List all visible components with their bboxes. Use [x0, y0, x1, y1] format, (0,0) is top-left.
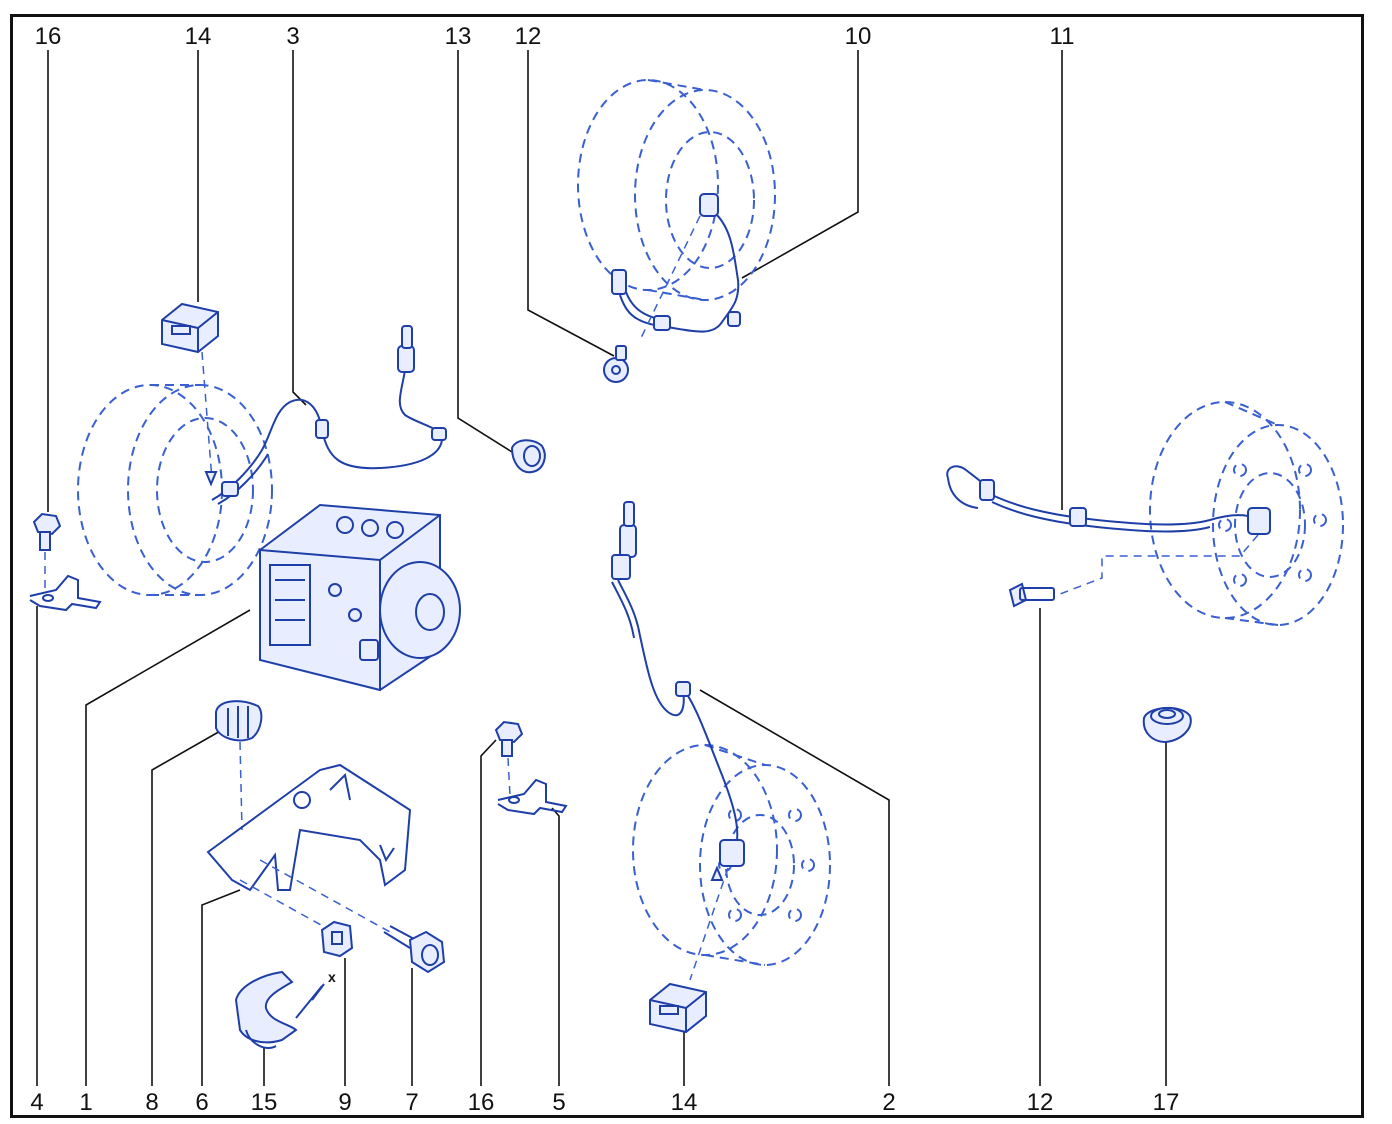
part-5-bracket: [497, 778, 568, 816]
part-8-grommet: [215, 700, 263, 831]
part-12-screw-top: [603, 345, 629, 383]
leader-lines: [36, 50, 1167, 1086]
leader-5: [551, 807, 560, 1086]
callout-bottom-12: 12: [1027, 1089, 1054, 1116]
part-16-bolt-left: [32, 512, 62, 590]
wheel-top-ghost: [577, 79, 776, 301]
callout-top-12: 12: [515, 23, 542, 50]
part-11-sensor-head: [1247, 507, 1271, 535]
part-14-block-bottom: [649, 982, 707, 1034]
part-17-grommet: [1142, 707, 1192, 744]
wheel-rear-right-holes: [1218, 463, 1327, 587]
part-3-sensor-head: [221, 481, 239, 497]
callout-bottom-7: 7: [405, 1089, 418, 1116]
leader-3: [292, 50, 307, 406]
callout-top-16: 16: [35, 23, 62, 50]
leader-8: [151, 729, 223, 1086]
part-15-clip: x: [234, 969, 336, 1049]
callout-bottom-17: 17: [1153, 1089, 1180, 1116]
callout-bottom-8: 8: [145, 1089, 158, 1116]
callout-bottom-4: 4: [30, 1089, 43, 1116]
diagram-frame: [10, 14, 1364, 1118]
part-6-bracket: [206, 763, 412, 933]
callout-bottom-2: 2: [882, 1089, 895, 1116]
part-1-abs-unit: [259, 503, 461, 692]
part-7-bolt: [383, 925, 446, 974]
leader-10: [741, 50, 859, 279]
callout-top-13: 13: [445, 23, 472, 50]
dimension-x-label: x: [328, 969, 336, 985]
part-16-bolt-right: [494, 720, 524, 797]
callout-bottom-1: 1: [79, 1089, 92, 1116]
part-4-bracket: [29, 574, 102, 612]
callout-top-14: 14: [185, 23, 212, 50]
callout-bottom-6: 6: [195, 1089, 208, 1116]
part-13-grommet: [510, 439, 546, 474]
part-3-connector: [397, 345, 415, 373]
leader-13: [457, 50, 513, 453]
leader-16-bottom: [480, 739, 497, 1086]
leader-2: [699, 689, 890, 1086]
callout-bottom-9: 9: [338, 1089, 351, 1116]
leader-1: [85, 609, 251, 1086]
callout-bottom-5: 5: [552, 1089, 565, 1116]
callout-bottom-15: 15: [251, 1089, 278, 1116]
callout-top-11: 11: [1050, 23, 1075, 50]
callout-top-10: 10: [845, 23, 872, 50]
part-14-block-top: [161, 302, 219, 487]
callout-bottom-16: 16: [468, 1089, 495, 1116]
part-11-sensor-cable: [946, 465, 1271, 595]
part-10-sensor-cable: [611, 193, 741, 341]
part-2-sensor-head: [719, 839, 745, 867]
part-9-clip: [320, 920, 354, 958]
part-2-connector: [619, 524, 637, 558]
leader-6: [201, 889, 241, 1086]
part-1-motor: [379, 561, 461, 659]
part-3-sensor-cable: [211, 325, 447, 505]
wheel-rear-right-ghost: [1149, 401, 1344, 626]
part-2-sensor-cable: [611, 501, 745, 981]
callout-bottom-14: 14: [671, 1089, 698, 1116]
leader-12-top: [527, 50, 615, 357]
callout-top-3: 3: [286, 23, 299, 50]
wheel-bottom-ghost: [632, 744, 831, 966]
part-10-sensor-head: [699, 193, 719, 217]
part-12-bolt-bottom: [1008, 582, 1055, 608]
wheel-front-left-ghost: [77, 384, 273, 596]
